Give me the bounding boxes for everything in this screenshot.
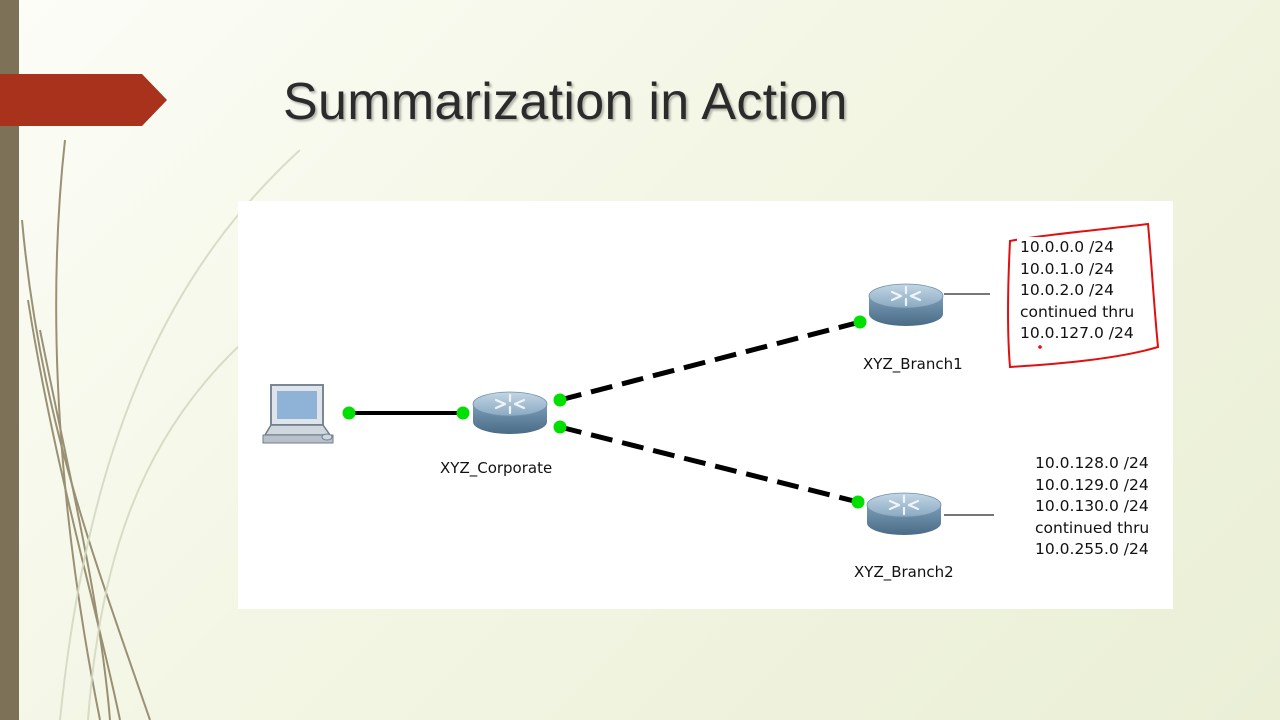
route-entry: 10.0.255.0 /24 [1035, 540, 1149, 559]
route-entry: continued thru [1035, 518, 1150, 537]
branch2-router-label: XYZ_Branch2 [852, 563, 956, 581]
route-entry: 10.0.130.0 /24 [1035, 497, 1149, 516]
branch1-route-list: 10.0.0.0 /24 10.0.1.0 /24 10.0.2.0 /24 c… [1017, 237, 1138, 345]
annotation-dot [1038, 345, 1042, 349]
router-icon[interactable] [867, 282, 945, 328]
route-entry: 10.0.129.0 /24 [1035, 475, 1149, 494]
branch2-route-list: 10.0.128.0 /24 10.0.129.0 /24 10.0.130.0… [1032, 453, 1153, 561]
route-highlight-box [1007, 222, 1160, 369]
router-icon[interactable] [865, 491, 943, 537]
branch1-router-label: XYZ_Branch1 [861, 355, 965, 373]
link-corporate-branch2 [559, 424, 859, 505]
left-accent-bar [0, 0, 19, 720]
route-entry: continued thru [1020, 302, 1135, 321]
route-entry: 10.0.1.0 /24 [1020, 259, 1114, 278]
link-corporate-branch1 [559, 319, 861, 403]
slide-title: Summarization in Action [283, 73, 848, 131]
route-entry: 10.0.128.0 /24 [1035, 454, 1149, 472]
corporate-router-label: XYZ_Corporate [438, 459, 555, 477]
router-icon[interactable] [471, 390, 549, 436]
link-status-indicators [342, 315, 867, 509]
decorative-grass-lines [21, 139, 300, 720]
network-diagram: XYZ_Corporate XYZ_Branch1 XYZ_Branch2 10… [238, 201, 1173, 609]
pc-icon[interactable] [262, 384, 334, 444]
route-entry: 10.0.0.0 /24 [1020, 238, 1114, 256]
route-entry: 10.0.127.0 /24 [1020, 324, 1134, 343]
title-arrow-icon [0, 74, 167, 126]
route-entry: 10.0.2.0 /24 [1020, 281, 1114, 300]
